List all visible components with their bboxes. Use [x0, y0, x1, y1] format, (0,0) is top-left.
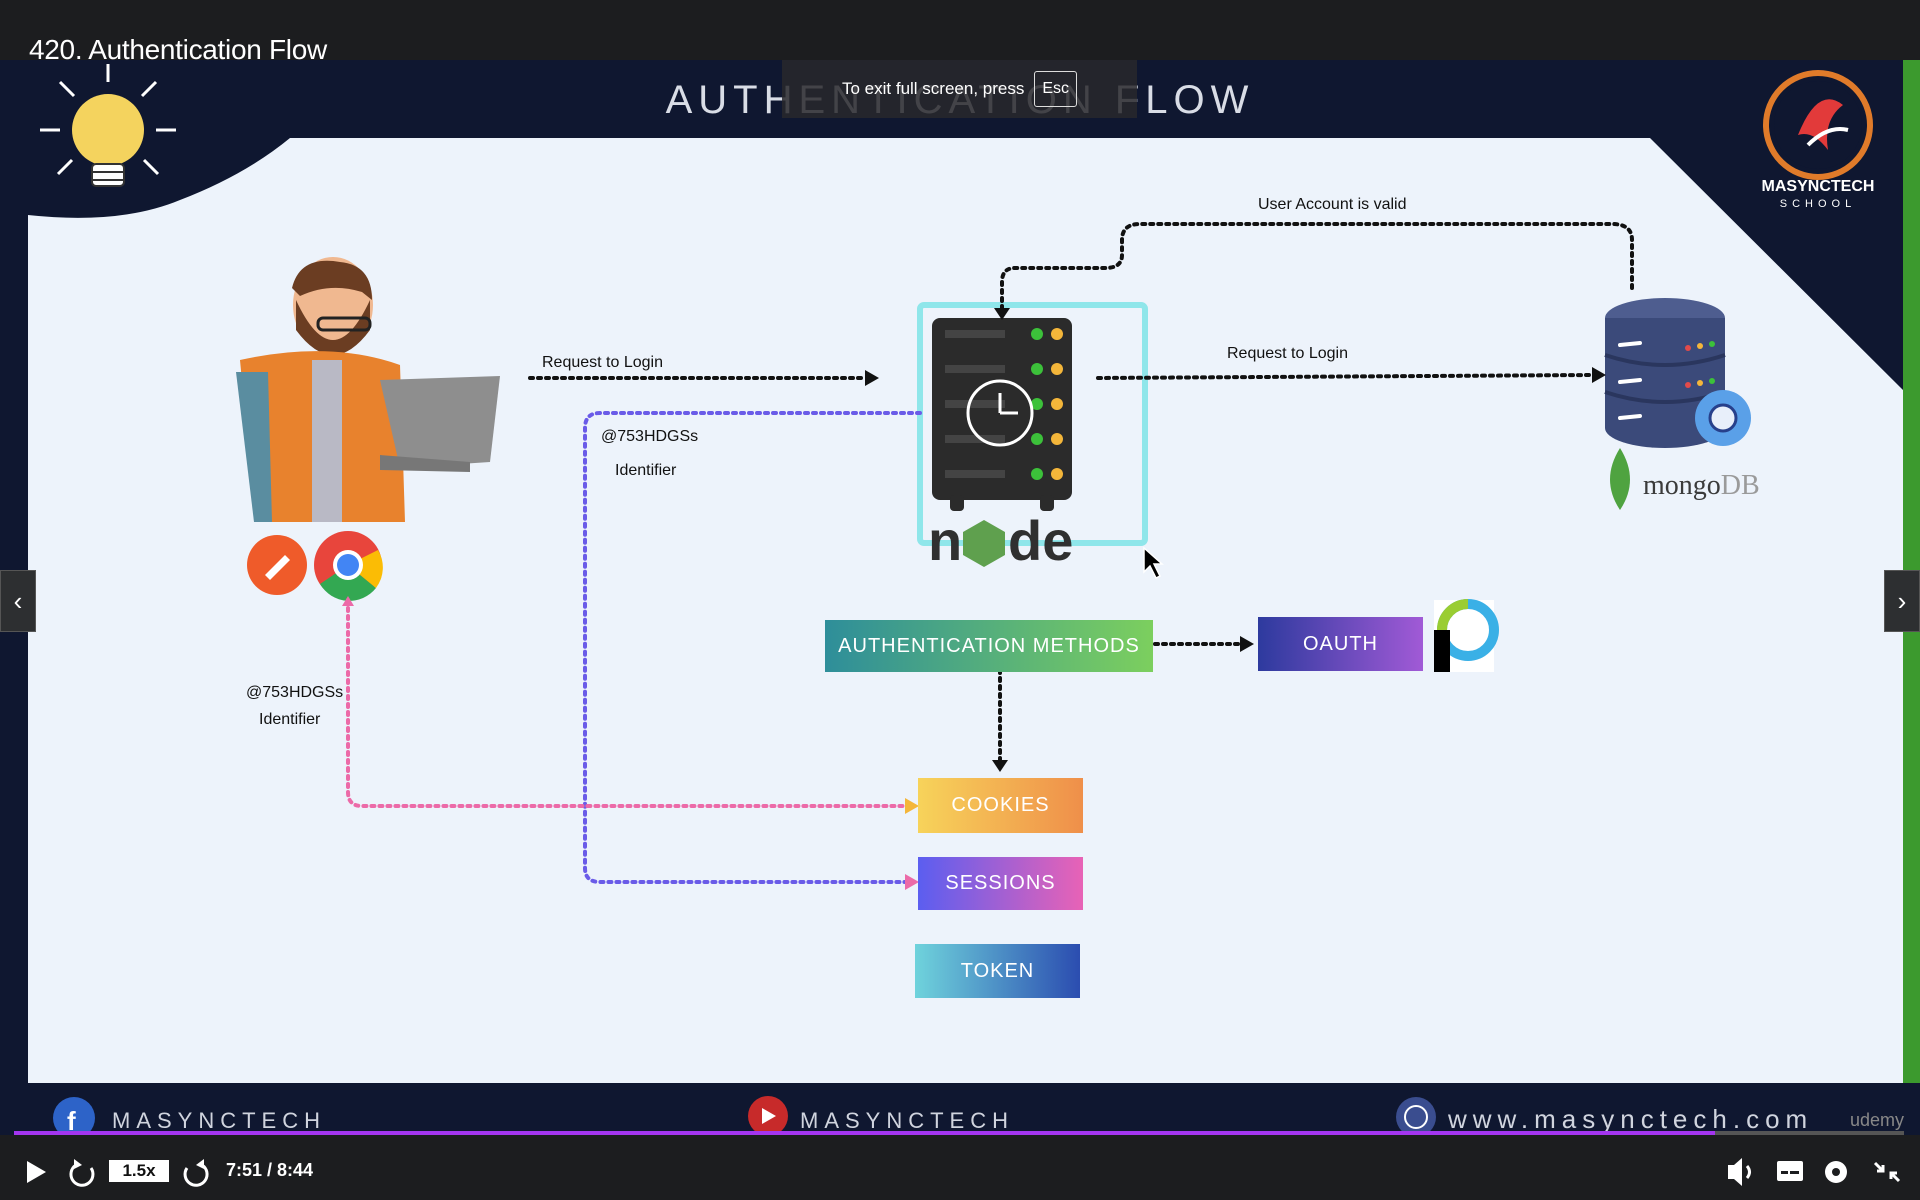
progress-bar[interactable]	[14, 1131, 1904, 1138]
gear-icon	[1695, 390, 1751, 446]
mongodb-text-part: mongo	[1643, 470, 1721, 501]
website-url: www.masynctech.com	[1448, 1104, 1814, 1134]
volume-button[interactable]	[1718, 1149, 1758, 1189]
lecture-title: 420. Authentication Flow	[29, 34, 327, 65]
request-login-left-label: Request to Login	[542, 354, 663, 371]
svg-text:f: f	[67, 1106, 76, 1135]
rewind-button[interactable]	[64, 1149, 104, 1189]
video-frame[interactable]: n de	[0, 60, 1920, 1135]
progress-fill	[14, 1131, 1715, 1138]
volume-icon	[1728, 1158, 1751, 1186]
rewind-button	[69, 1159, 95, 1187]
settings-button[interactable]	[1818, 1149, 1858, 1189]
time-display: 7:51 / 8:44	[226, 1160, 314, 1180]
mongodb-logo-text: mongoDB	[1643, 470, 1760, 502]
udemy-watermark: udemy	[1850, 1110, 1905, 1130]
play-button	[27, 1161, 46, 1183]
slide-canvas: n de	[0, 60, 1920, 1135]
playback-speed-button[interactable]: 1.5x	[109, 1160, 169, 1182]
fullscreen-hint: To exit full screen, press Esc	[782, 60, 1137, 118]
token-box: TOKEN	[915, 944, 1080, 998]
svg-text:de: de	[1008, 509, 1073, 572]
identifier-code-label: @753HDGSs	[246, 684, 344, 701]
captions-icon	[1777, 1161, 1803, 1181]
captions-button[interactable]	[1770, 1149, 1810, 1189]
identifier-label: Identifier	[615, 462, 677, 479]
rewind-icon	[69, 1163, 95, 1187]
identity-provider-logo-icon	[1434, 599, 1499, 672]
brand-name: MASYNCTECH	[1761, 178, 1875, 195]
sessions-box: SESSIONS	[918, 857, 1083, 910]
facebook-icon	[53, 1097, 95, 1135]
lightbulb-icon	[40, 64, 176, 187]
next-lecture-button[interactable]: ›	[1884, 570, 1920, 632]
previous-lecture-button[interactable]: ‹	[0, 570, 36, 632]
fullscreen-hint-text: To exit full screen, press	[841, 79, 1025, 98]
server-icon	[932, 318, 1072, 511]
play-icon	[27, 1161, 46, 1183]
user-account-valid-label: User Account is valid	[1258, 196, 1407, 213]
auth-methods-box: AUTHENTICATION METHODS	[825, 620, 1153, 672]
forward-button	[183, 1159, 209, 1187]
mongodb-text-part: DB	[1720, 470, 1760, 501]
chevron-right-icon: ›	[1897, 585, 1907, 616]
request-login-right-label: Request to Login	[1227, 345, 1348, 362]
top-bar: 420. Authentication Flow	[0, 0, 1920, 65]
mongodb-leaf-icon	[1610, 448, 1630, 510]
identifier-code-label: @753HDGSs	[601, 428, 699, 445]
play-button[interactable]	[14, 1149, 60, 1189]
masynctech-logo-icon	[1763, 70, 1873, 180]
brand-sub: SCHOOL	[1779, 198, 1857, 210]
forward-icon	[183, 1163, 209, 1187]
chevron-left-icon: ‹	[13, 585, 23, 616]
oauth-box: OAUTH	[1258, 617, 1423, 671]
developer-illustration	[236, 257, 500, 522]
cookies-box: COOKIES	[918, 778, 1083, 833]
globe-icon	[1396, 1097, 1436, 1135]
settings-icon	[1825, 1161, 1847, 1183]
facebook-handle: MASYNCTECH	[112, 1108, 327, 1133]
exit-fullscreen-button[interactable]	[1868, 1149, 1908, 1189]
chrome-icon	[314, 531, 383, 601]
esc-key: Esc	[1034, 71, 1078, 107]
postman-icon	[247, 535, 307, 595]
player-controls	[0, 1135, 1920, 1200]
server-highlight-frame	[917, 302, 1148, 546]
exit-fullscreen-icon	[1873, 1161, 1901, 1183]
youtube-handle: MASYNCTECH	[800, 1108, 1015, 1133]
identifier-label: Identifier	[259, 711, 321, 728]
svg-text:n: n	[928, 509, 962, 572]
mouse-cursor-icon	[1143, 546, 1164, 580]
forward-button[interactable]	[176, 1149, 216, 1189]
database-icon	[1604, 298, 1726, 448]
nodejs-logo-icon: n de	[928, 509, 1073, 572]
